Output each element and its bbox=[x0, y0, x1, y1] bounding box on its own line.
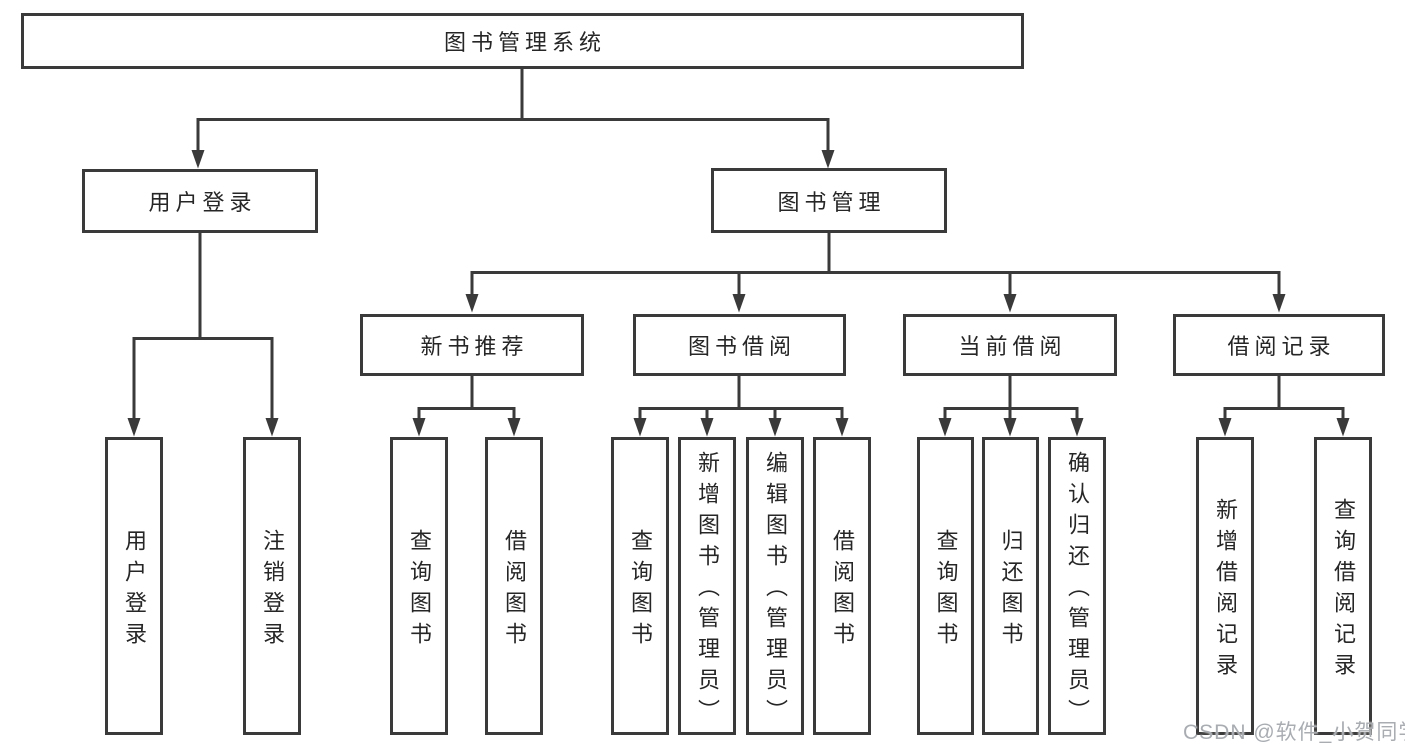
connector-current-borrow-to-leaves bbox=[938, 376, 1084, 437]
node-book-management: 图书管理 bbox=[711, 168, 947, 233]
leaf-user-login: 用户登录 bbox=[105, 437, 163, 735]
node-book-management-label: 图书管理 bbox=[777, 189, 886, 215]
leaf-edit-books-admin-label: 编辑图书（管理员） bbox=[763, 451, 788, 730]
leaf-add-borrow-record: 新增借阅记录 bbox=[1196, 437, 1254, 735]
node-borrowing-records: 借阅记录 bbox=[1173, 314, 1385, 376]
leaf-query-books-borrowing-label: 查询图书 bbox=[628, 528, 653, 653]
node-root: 图书管理系统 bbox=[21, 13, 1024, 69]
leaf-user-login-label: 用户登录 bbox=[122, 528, 147, 653]
leaf-borrow-books-recommend: 借阅图书 bbox=[485, 437, 543, 735]
leaf-add-books-admin: 新增图书（管理员） bbox=[678, 437, 736, 735]
leaf-borrow-books-borrowing-label: 借阅图书 bbox=[830, 528, 855, 653]
leaf-query-books-current-label: 查询图书 bbox=[933, 528, 959, 653]
node-user-login-label: 用户登录 bbox=[148, 190, 257, 215]
leaf-add-borrow-record-label: 新增借阅记录 bbox=[1213, 497, 1238, 684]
leaf-query-borrow-record-label: 查询借阅记录 bbox=[1331, 497, 1356, 684]
csdn-watermark: CSDN @软件_小贺同学 bbox=[1183, 721, 1405, 744]
leaf-return-books-label: 归还图书 bbox=[998, 528, 1024, 653]
leaf-query-books-recommend-label: 查询图书 bbox=[407, 528, 432, 653]
node-borrowing-records-label: 借阅记录 bbox=[1227, 334, 1336, 359]
leaf-query-books-recommend: 查询图书 bbox=[390, 437, 448, 735]
leaf-add-books-admin-label: 新增图书（管理员） bbox=[695, 451, 720, 730]
node-book-borrowing: 图书借阅 bbox=[633, 314, 846, 376]
leaf-edit-books-admin: 编辑图书（管理员） bbox=[746, 437, 804, 735]
connector-borrow-records-to-leaves bbox=[1218, 376, 1350, 437]
leaf-logout-label: 注销登录 bbox=[260, 528, 285, 653]
connector-root-to-level2 bbox=[191, 69, 835, 169]
leaf-query-borrow-record: 查询借阅记录 bbox=[1314, 437, 1372, 735]
leaf-query-books-current: 查询图书 bbox=[917, 437, 974, 735]
connector-book-mgmt-to-level3 bbox=[465, 233, 1286, 313]
node-book-borrowing-label: 图书借阅 bbox=[687, 334, 796, 359]
node-root-label: 图书管理系统 bbox=[443, 30, 606, 55]
leaf-borrow-books-borrowing: 借阅图书 bbox=[813, 437, 871, 735]
node-user-login: 用户登录 bbox=[82, 169, 318, 233]
leaf-borrow-books-recommend-label: 借阅图书 bbox=[502, 528, 527, 653]
node-current-borrowing-label: 当前借阅 bbox=[958, 334, 1067, 359]
leaf-return-books: 归还图书 bbox=[982, 437, 1039, 735]
node-current-borrowing: 当前借阅 bbox=[903, 314, 1117, 376]
node-new-book-recommend: 新书推荐 bbox=[360, 314, 584, 376]
connector-new-book-rec-to-leaves bbox=[412, 376, 521, 437]
leaf-confirm-return-admin: 确认归还（管理员） bbox=[1048, 437, 1106, 735]
connector-user-login-to-leaves bbox=[127, 233, 279, 437]
connector-book-borrow-to-leaves bbox=[633, 376, 849, 437]
leaf-logout: 注销登录 bbox=[243, 437, 301, 735]
leaf-confirm-return-admin-label: 确认归还（管理员） bbox=[1065, 451, 1090, 730]
leaf-query-books-borrowing: 查询图书 bbox=[611, 437, 669, 735]
node-new-book-recommend-label: 新书推荐 bbox=[420, 334, 529, 359]
